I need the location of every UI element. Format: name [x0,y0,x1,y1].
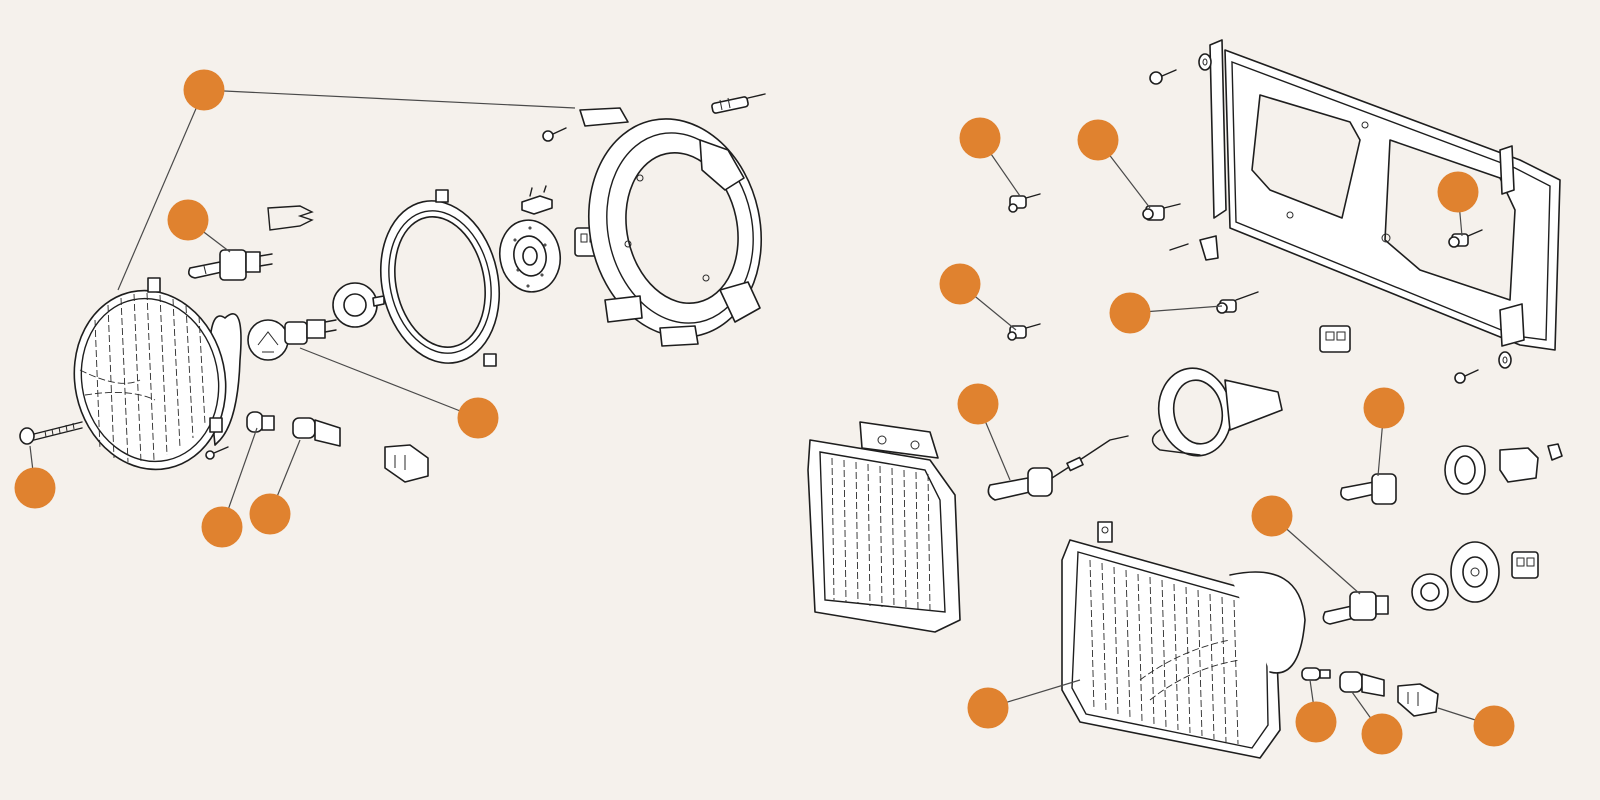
round-lens [73,277,242,471]
connector-block [1319,325,1351,353]
callout-marker-1[interactable] [183,69,225,111]
callout-marker-2[interactable] [167,199,209,241]
callout-markers [14,69,1515,755]
trim-ring [379,189,501,367]
adjuster-nut-1 [1008,193,1041,213]
callout-marker-14[interactable] [1251,495,1293,537]
callout-marker-11[interactable] [1109,292,1151,334]
callout-marker-3[interactable] [457,397,499,439]
callout-marker-12[interactable] [957,383,999,425]
callout-marker-16[interactable] [1295,701,1337,743]
callout-marker-17[interactable] [1361,713,1403,755]
mounting-panel [1209,39,1561,351]
mounting-frame [579,107,763,347]
adjuster-nut-4 [1216,291,1259,314]
h3-bulb [987,435,1129,501]
bulb-socket [292,417,341,447]
callout-marker-6[interactable] [249,493,291,535]
callout-marker-9[interactable] [1437,171,1479,213]
reflector-disc [499,219,561,293]
locking-ring [332,282,385,328]
side-marker-bulb [1301,667,1331,681]
panel-fasteners [1149,53,1512,384]
callout-marker-10[interactable] [939,263,981,305]
adjuster-nut-5 [1448,229,1483,248]
side-marker-plug [1397,683,1439,717]
side-marker-socket [1339,671,1385,697]
h4-bulb [188,249,273,281]
upper-bulb-set [1340,443,1563,505]
retaining-clip [267,205,314,231]
adjuster-nut-3 [1007,323,1041,341]
callout-marker-5[interactable] [201,506,243,548]
adjuster-nut-2 [1142,203,1181,221]
callout-marker-4[interactable] [14,467,56,509]
callout-marker-15[interactable] [967,687,1009,729]
lamp-holder-ring [1151,367,1283,457]
mounting-screw [542,127,567,142]
clip-bracket [521,185,553,215]
adjuster-pin [711,93,766,114]
right-assembly [807,39,1563,759]
parking-bulb-holder [247,319,337,361]
small-pin-clip [1169,235,1219,261]
callout-marker-13[interactable] [1363,387,1405,429]
left-assembly [19,93,766,483]
callout-marker-8[interactable] [1077,119,1119,161]
adjuster-screw [19,421,83,445]
callout-marker-7[interactable] [959,117,1001,159]
lower-bulb-set [1322,541,1539,625]
wedge-bulb [246,411,275,433]
small-screw [205,446,229,460]
square-fog-lamp [807,421,961,633]
connector-plug [384,444,429,483]
rectangular-headlamp [1061,521,1306,759]
callout-marker-18[interactable] [1473,705,1515,747]
